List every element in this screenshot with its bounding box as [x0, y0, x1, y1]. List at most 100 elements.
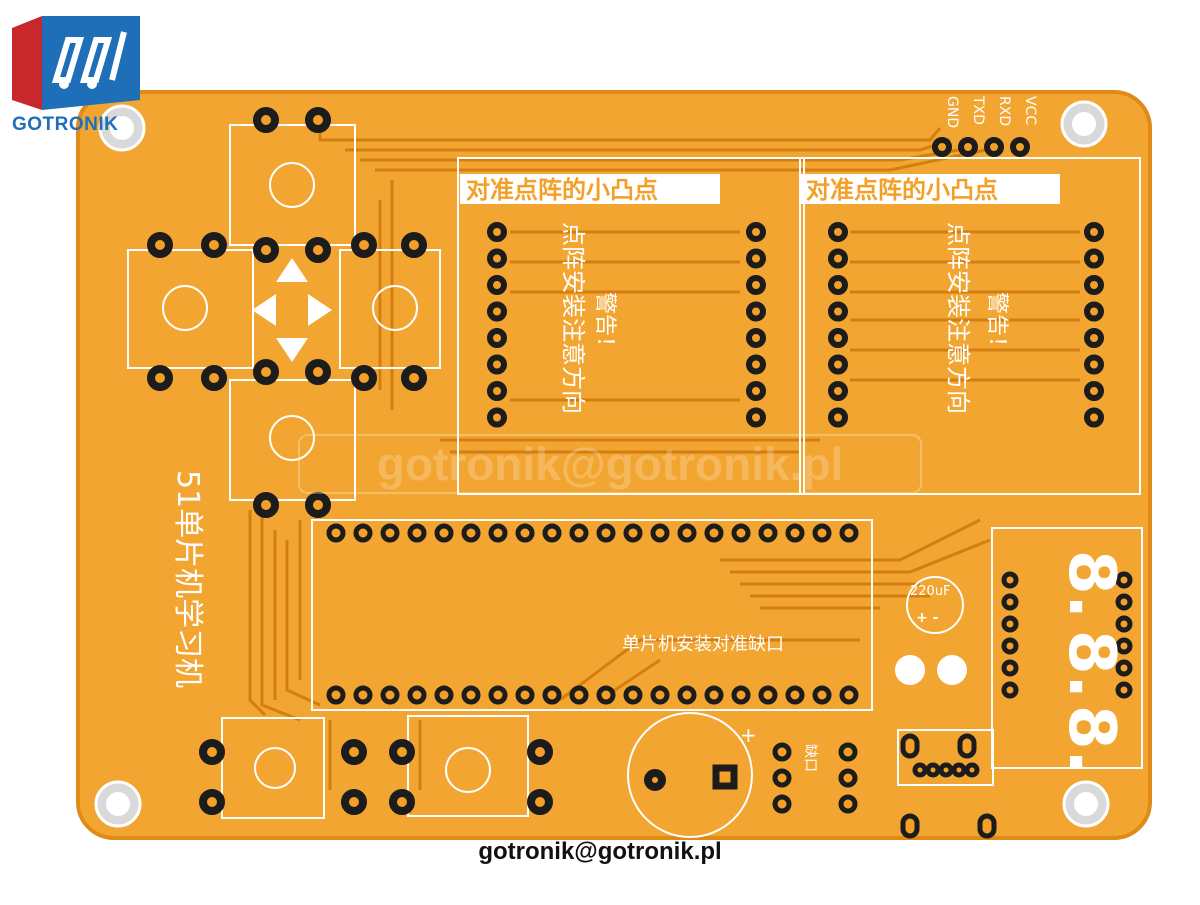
mcu-pin [623, 523, 643, 543]
mcu-pin [650, 523, 670, 543]
uart-header-pads [932, 137, 1030, 157]
matrix-pin [746, 248, 766, 269]
matrix-pin [1084, 407, 1104, 428]
segment-pin [1115, 571, 1133, 589]
mcu-pin [758, 685, 778, 705]
mcu-pin [569, 523, 589, 543]
mcu-pin [704, 523, 724, 543]
segment-pin [1001, 615, 1019, 633]
warning-left: 警告！ [592, 292, 617, 358]
mcu-pin [596, 685, 616, 705]
mcu-pin [704, 685, 724, 705]
matrix-pin [746, 328, 766, 348]
matrix-pin [1084, 328, 1104, 348]
segment-pin [1001, 571, 1019, 589]
mcu-pin [515, 685, 535, 705]
matrix-pin [1084, 248, 1104, 269]
mcu-pin [569, 685, 589, 705]
mcu-pin [515, 523, 535, 543]
matrix-pin [1084, 222, 1104, 242]
matrix-pin [487, 407, 507, 428]
matrix-right-title: 对准点阵的小凸点 [806, 176, 998, 204]
matrix-pin [746, 301, 766, 322]
mcu-pin [731, 685, 751, 705]
matrix-pin [828, 248, 848, 269]
mounting-holes [94, 100, 1110, 828]
mcu-pin [812, 685, 832, 705]
contact-email: gotronik@gotronik.pl [478, 838, 722, 865]
matrix-pin [828, 354, 848, 375]
mcu-pin [677, 685, 697, 705]
svg-text:8.: 8. [1054, 630, 1128, 699]
silkscreen-outlines [127, 124, 1143, 838]
plus-sign: + [740, 723, 757, 747]
mcu-socket-pins [326, 523, 859, 705]
watermark: gotronik@gotronik.pl [298, 434, 922, 494]
mcu-pin [812, 523, 832, 543]
mcu-pin [488, 685, 508, 705]
segment-pin [1115, 615, 1133, 633]
matrix-pin [487, 301, 507, 322]
mcu-pin [542, 685, 562, 705]
segment-pin [1115, 593, 1133, 611]
matrix-pin [746, 222, 766, 242]
matrix-pin [1084, 354, 1104, 375]
mcu-pin [488, 523, 508, 543]
uart-label-vcc: VCC [1022, 96, 1038, 125]
watermark-text: gotronik@gotronik.pl [376, 438, 844, 490]
matrix-pin [828, 407, 848, 428]
mcu-pin [677, 523, 697, 543]
gotronik-logo [8, 10, 168, 150]
mcu-pin [407, 523, 427, 543]
matrix-pins [487, 222, 1104, 428]
mcu-pin [434, 523, 454, 543]
mcu-pin [839, 685, 859, 705]
power-pads [895, 655, 967, 685]
matrix-pin [828, 275, 848, 295]
mcu-pin [839, 523, 859, 543]
notch-header-pins [772, 742, 858, 814]
svg-text:8.: 8. [1054, 705, 1128, 774]
matrix-pin [828, 301, 848, 322]
mcu-pin [542, 523, 562, 543]
mcu-pin [407, 685, 427, 705]
svg-text:8.: 8. [1054, 550, 1128, 619]
matrix-left-note: 点阵安装注意方向 [559, 222, 587, 414]
matrix-pin [746, 381, 766, 401]
matrix-pin [828, 381, 848, 401]
matrix-right-title-bg [800, 174, 1060, 204]
mcu-pin [461, 523, 481, 543]
matrix-pin [487, 381, 507, 401]
matrix-right-note: 点阵安装注意方向 [944, 222, 972, 414]
uart-labels: VCC RXD TXD GND [944, 95, 1038, 128]
button-pads [147, 107, 738, 815]
mcu-pin [623, 685, 643, 705]
mcu-pin [461, 685, 481, 705]
matrix-pin [746, 275, 766, 295]
seven-segment-pins [1001, 571, 1133, 699]
gotronik-logo-mark [12, 16, 140, 110]
segment-pin [1001, 659, 1019, 677]
segment-pin [1001, 637, 1019, 655]
usb-pads [900, 733, 997, 839]
mcu-pin [785, 685, 805, 705]
board-name: 51单片机学习机 [170, 470, 205, 688]
mcu-label: 单片机安装对准缺口 [622, 634, 784, 655]
matrix-left-title: 对准点阵的小凸点 [466, 176, 658, 204]
mcu-pin [380, 685, 400, 705]
mcu-pin [326, 523, 346, 543]
matrix-left-title-bg [460, 174, 720, 204]
matrix-pin [746, 407, 766, 428]
matrix-pin [1084, 301, 1104, 322]
capacitor-polarity: + - [916, 610, 939, 626]
uart-label-gnd: GND [944, 96, 960, 128]
seven-segment-silkscreen: 8. 8. 8. [1054, 550, 1128, 774]
matrix-pin [828, 222, 848, 242]
mcu-pin [380, 523, 400, 543]
matrix-pin [1084, 275, 1104, 295]
direction-arrows [252, 258, 332, 362]
segment-pin [1001, 681, 1019, 699]
mcu-pin [353, 685, 373, 705]
